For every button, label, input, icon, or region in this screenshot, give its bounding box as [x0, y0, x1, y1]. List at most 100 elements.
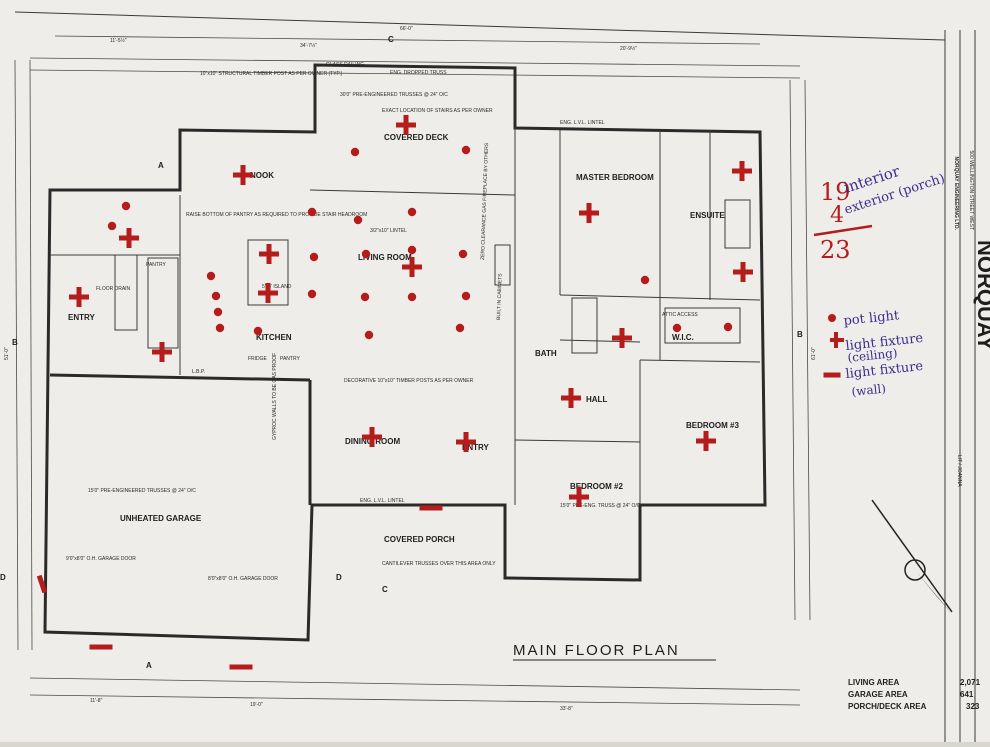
ceiling-fixture-mark: [402, 257, 422, 277]
ceiling-fixture-mark: [612, 328, 632, 348]
overall-dimension: 66'-0": [400, 26, 413, 32]
pot-light-mark: [723, 322, 733, 332]
note-garage-door-1: 9'0"x8'0" O.H. GARAGE DOOR: [66, 556, 136, 562]
room-nook: NOOK: [250, 171, 274, 180]
company-name: NORQUAY ENGINEERING LTD.: [953, 156, 959, 230]
room-master-bedroom: MASTER BEDROOM: [576, 173, 654, 182]
top-dimension-2: 34'-7½": [300, 42, 317, 49]
top-dimension-1: 11'-5½": [110, 37, 127, 44]
room-bedroom2: BEDROOM #2: [570, 482, 623, 491]
section-marker-a-bottom: A: [146, 661, 152, 670]
legend-ceiling-symbol: [830, 332, 844, 348]
tally-interior-count: 19: [820, 178, 851, 206]
label-pantry-2: PANTRY: [280, 356, 300, 362]
ceiling-fixture-mark: [362, 427, 382, 447]
ceiling-fixture-mark: [456, 432, 476, 452]
pot-light-mark: [307, 289, 317, 299]
north-arrow-icon: [871, 499, 953, 614]
ceiling-fixture-mark: [259, 244, 279, 264]
bottom-dimension-1: 11'-8": [90, 698, 103, 704]
top-dimensions: 66'-0" 11'-5½" 34'-7½" 20'-9½": [29, 26, 801, 79]
room-labels: COVERED DECK NOOK MASTER BEDROOM ENSUITE…: [68, 133, 739, 544]
sheet-title: MAIN FLOOR PLAN: [513, 642, 680, 659]
pot-light-mark: [309, 252, 319, 262]
drawing-stamp: LIT / JOANNA: [956, 455, 962, 487]
pot-light-mark: [672, 323, 682, 333]
note-deck-truss: 30'0" PRE-ENGINEERED TRUSSES @ 24" O/C: [340, 92, 448, 98]
pot-light-mark: [307, 207, 317, 217]
legend-wall-label-2: (wall): [851, 381, 887, 399]
note-decorative-post: DECORATIVE 10"x10" TIMBER POSTS AS PER O…: [344, 378, 474, 384]
ceiling-fixture-mark: [152, 342, 172, 362]
section-marker-d-right: D: [336, 573, 342, 582]
pot-lights: [107, 145, 733, 340]
room-entry: ENTRY: [68, 313, 95, 322]
section-markers: A A B B C C D D: [0, 35, 803, 670]
company-address: 500 WELLINGTON STREET WEST: [968, 150, 974, 230]
ceiling-fixture-mark: [732, 161, 752, 181]
note-lbp: L.B.P.: [192, 369, 205, 375]
area-table: LIVING AREA 2,071 GARAGE AREA 641 PORCH/…: [848, 678, 981, 711]
pot-light-mark: [458, 249, 468, 259]
bottom-dimensions: 11'-8" 19'-0" 33'-8": [29, 677, 801, 712]
note-glass-railing: GLASS RAILING: [326, 62, 364, 68]
left-dimension: 51'-0": [4, 347, 10, 360]
note-lintel-dining: ENG. L.V.L. LINTEL: [360, 498, 405, 504]
note-structural-post: 10"x10" STRUCTURAL TIMBER POST AS PER OW…: [200, 71, 343, 77]
pot-light-mark: [121, 201, 131, 211]
ceiling-fixture-mark: [233, 165, 253, 185]
section-marker-d-left: D: [0, 573, 6, 582]
tally-total: 23: [820, 236, 851, 264]
room-wic: W.I.C.: [672, 333, 694, 342]
pot-light-mark: [461, 145, 471, 155]
ceiling-fixture-mark: [119, 228, 139, 248]
note-garage-door-2: 8'0"x8'0" O.H. GARAGE DOOR: [208, 576, 278, 582]
area-label-porch: PORCH/DECK AREA: [848, 702, 927, 711]
pot-light-mark: [407, 207, 417, 217]
note-bedroom2-truss: 15'0" PRE-ENG. TRUSS @ 24" O/C: [560, 503, 641, 509]
room-covered-deck: COVERED DECK: [384, 133, 449, 142]
area-label-garage: GARAGE AREA: [848, 690, 908, 699]
note-lintel-living: 3/2"x10" LINTEL: [370, 228, 407, 234]
note-cantilever: CANTILEVER TRUSSES OVER THIS AREA ONLY: [382, 561, 496, 567]
area-value-garage: 641: [960, 690, 974, 699]
ceiling-light-fixtures: [69, 115, 753, 507]
wall-fixture-mark: [36, 574, 48, 594]
note-pantry: RAISE BOTTOM OF PANTRY AS REQUIRED TO PR…: [186, 212, 367, 218]
room-garage: UNHEATED GARAGE: [120, 514, 202, 523]
legend-pot-label: pot light: [843, 308, 901, 329]
label-attic-access: ATTIC ACCESS: [662, 312, 698, 318]
section-marker-b-left: B: [12, 338, 18, 347]
exterior-walls: [43, 63, 767, 642]
right-dimension: 61'-0": [811, 347, 817, 360]
pot-light-mark: [353, 215, 363, 225]
ceiling-fixture-mark: [396, 115, 416, 135]
room-entry-front: ENTRY: [462, 443, 489, 452]
room-kitchen: KITCHEN: [256, 333, 292, 342]
room-ensuite: ENSUITE: [690, 211, 725, 220]
ceiling-fixture-mark: [69, 287, 89, 307]
room-pantry: PANTRY: [146, 262, 166, 268]
bottom-dimension-2: 19'-0": [250, 702, 263, 708]
pot-light-mark: [455, 323, 465, 333]
pot-light-mark: [350, 147, 360, 157]
note-stairs: EXACT LOCATION OF STAIRS AS PER OWNER: [382, 108, 493, 114]
note-built-in: BUILT IN CABINETS: [496, 273, 504, 320]
tally-exterior-count: 4: [830, 203, 844, 228]
ceiling-fixture-mark: [561, 388, 581, 408]
top-dimension-3: 20'-9½": [620, 45, 637, 52]
legend-pot-symbol: [828, 314, 836, 322]
ceiling-fixture-mark: [733, 262, 753, 282]
drawing-notes: GLASS RAILING ENG. DROPPED TRUSS 30'0" P…: [66, 62, 641, 582]
title-block: NORQUAY ENGINEERING LTD. 500 WELLINGTON …: [953, 150, 990, 487]
note-gyproc: GYPROC WALLS TO BE GAS PROOF: [272, 353, 278, 440]
ceiling-fixture-mark: [258, 283, 278, 303]
room-living-room: LIVING ROOM: [358, 253, 412, 262]
section-marker-a-top: A: [158, 161, 164, 170]
pot-light-mark: [211, 291, 221, 301]
note-floor-drain: FLOOR DRAIN: [96, 286, 131, 292]
pot-light-mark: [361, 249, 371, 259]
area-value-living: 2,071: [960, 678, 981, 687]
